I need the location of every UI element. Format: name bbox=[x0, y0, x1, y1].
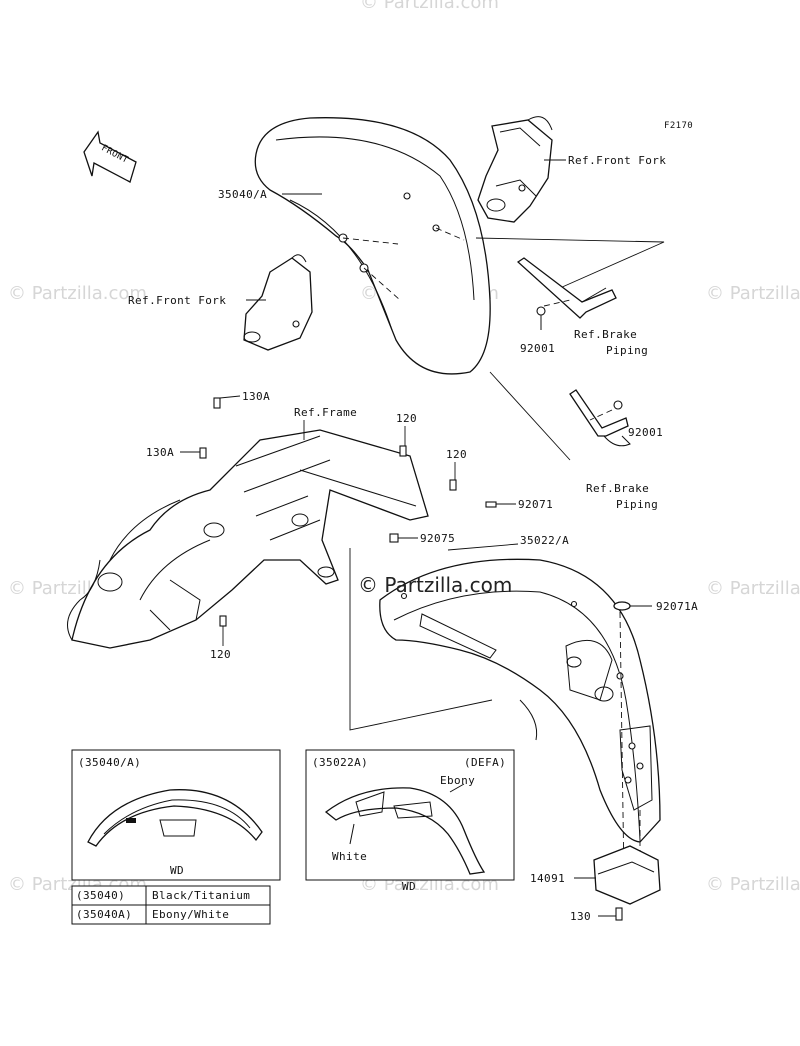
inset-rear-ebony: Ebony bbox=[440, 774, 475, 787]
front-fork-right-icon bbox=[477, 116, 553, 223]
callout-bolt-130a-top: 130A bbox=[242, 390, 270, 403]
inset-rear-fender: (35022A) (DEFA) Ebony White WD bbox=[305, 749, 515, 893]
emblem-icon bbox=[126, 818, 136, 823]
guide-line bbox=[349, 548, 493, 731]
rear-fender-icon bbox=[379, 543, 661, 881]
figure-code: F2170 bbox=[664, 121, 693, 131]
mud-guard-icon bbox=[574, 845, 661, 921]
callout-bolt-120-a: 120 bbox=[396, 412, 417, 425]
callout-bolt-120-c: 120 bbox=[210, 648, 231, 661]
inset-rear-title: (35022A) bbox=[312, 756, 368, 769]
brake-piping-clamp-b-icon bbox=[569, 389, 631, 447]
callout-bolt-92001-b: 92001 bbox=[628, 426, 663, 439]
inset-rear-white: White bbox=[332, 850, 367, 863]
callout-labels: Ref.Front Fork 35040/A Ref.Front Fork 92… bbox=[128, 154, 698, 923]
leader-lines-top bbox=[246, 159, 665, 461]
callout-bolt-120-b: 120 bbox=[446, 448, 467, 461]
watermark-text: © Partzilla.com bbox=[360, 0, 499, 13]
watermark-text: © Partzilla.com bbox=[706, 874, 800, 895]
table-row-code: (35040) bbox=[76, 889, 125, 902]
frame-bolts bbox=[180, 395, 516, 646]
inset-rear-footer: WD bbox=[402, 880, 416, 893]
callout-ref-front-fork-left: Ref.Front Fork bbox=[128, 294, 226, 307]
callout-part-92071: 92071 bbox=[518, 498, 553, 511]
front-fender-icon bbox=[254, 117, 491, 375]
watermark-text: © Partzilla.com bbox=[8, 283, 147, 304]
front-arrow-icon: FRONT bbox=[83, 130, 137, 183]
inset-front-title: (35040/A) bbox=[78, 756, 141, 769]
callout-ref-brake-piping-a-1: Ref.Brake bbox=[574, 328, 637, 341]
callout-bolt-130a-left: 130A bbox=[146, 446, 174, 459]
brake-piping-clamp-a-icon bbox=[516, 257, 617, 330]
front-fork-left-icon bbox=[243, 254, 313, 351]
inset-front-footer: WD bbox=[170, 864, 184, 877]
rear-frame-icon bbox=[67, 429, 429, 649]
table-row-code: (35040A) bbox=[76, 908, 132, 921]
callout-part-92071a: 92071A bbox=[656, 600, 698, 613]
watermark-main: © Partzilla.com bbox=[358, 573, 512, 597]
callout-ref-frame: Ref.Frame bbox=[294, 406, 357, 419]
callout-ref-front-fork-right: Ref.Front Fork bbox=[568, 154, 666, 167]
table-row-color: Ebony/White bbox=[152, 908, 229, 921]
callout-rear-fender: 35022/A bbox=[520, 534, 569, 547]
callout-ref-brake-piping-b-2: Piping bbox=[616, 498, 658, 511]
callout-bolt-92001-a: 92001 bbox=[520, 342, 555, 355]
watermark-text: © Partzilla.com bbox=[706, 578, 800, 599]
callout-part-92075: 92075 bbox=[420, 532, 455, 545]
table-row-color: Black/Titanium bbox=[152, 889, 250, 902]
callout-ref-brake-piping-a-2: Piping bbox=[606, 344, 648, 357]
inset-front-fender: (35040/A) WD bbox=[71, 749, 281, 881]
callout-ref-brake-piping-b-1: Ref.Brake bbox=[586, 482, 649, 495]
callout-part-14091: 14091 bbox=[530, 872, 565, 885]
color-table: (35040) Black/Titanium (35040A) Ebony/Wh… bbox=[71, 885, 271, 925]
watermark-text: © Partzilla.com bbox=[706, 283, 800, 304]
inset-rear-variant: (DEFA) bbox=[464, 756, 506, 769]
callout-front-fender: 35040/A bbox=[218, 188, 267, 201]
callout-bolt-130: 130 bbox=[570, 910, 591, 923]
